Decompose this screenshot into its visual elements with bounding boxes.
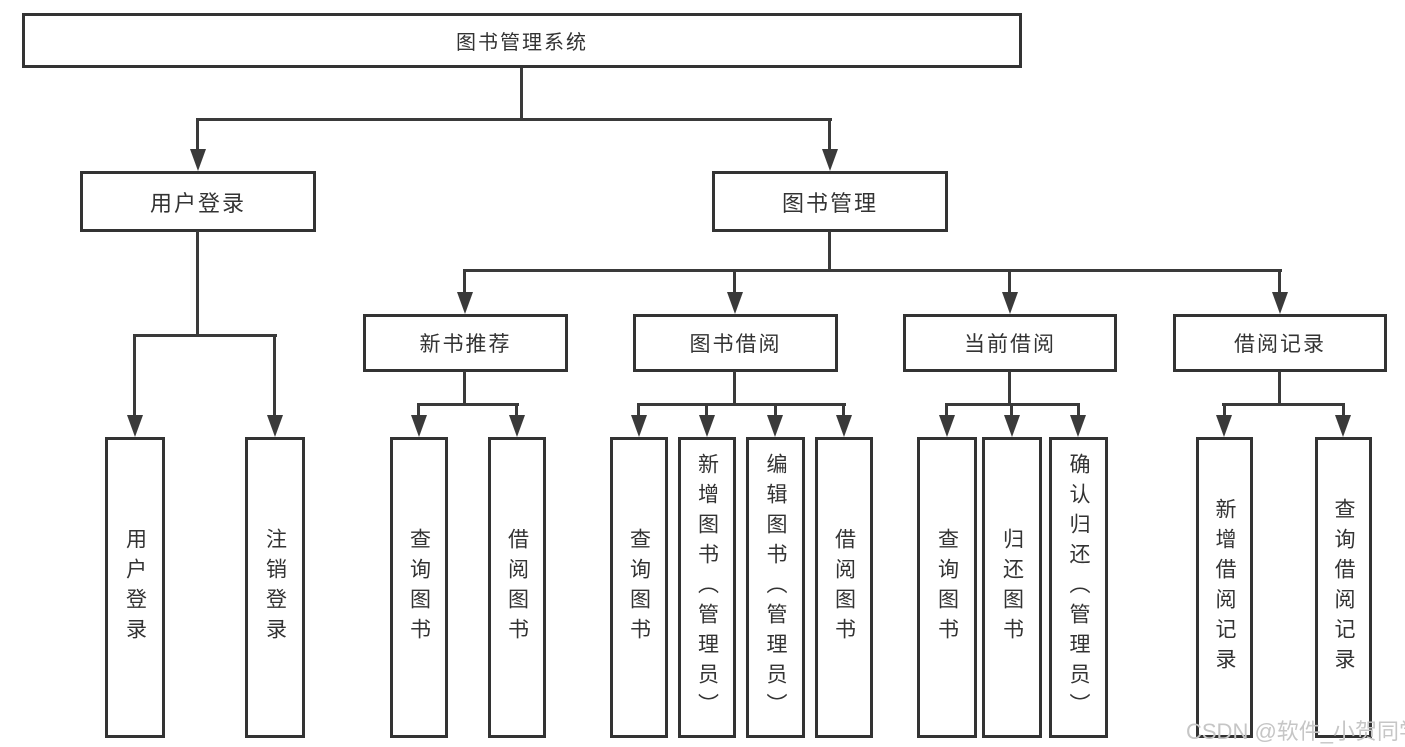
connector-line bbox=[1008, 269, 1011, 297]
node-leaf-user-login: 用户登录 bbox=[105, 437, 165, 738]
connector-line bbox=[945, 403, 948, 419]
connector-line bbox=[133, 334, 277, 337]
connector-line bbox=[196, 118, 199, 156]
node-label: 借阅图书 bbox=[832, 527, 856, 648]
arrow-down-icon bbox=[1070, 415, 1086, 437]
arrow-down-icon bbox=[822, 149, 838, 171]
arrow-down-icon bbox=[1272, 292, 1288, 314]
connector-line bbox=[828, 118, 831, 156]
connector-line bbox=[1278, 269, 1281, 297]
arrow-down-icon bbox=[457, 292, 473, 314]
arrow-down-icon bbox=[699, 415, 715, 437]
node-leaf-br-add-record: 新增借阅记录 bbox=[1196, 437, 1253, 738]
arrow-down-icon bbox=[939, 415, 955, 437]
connector-line bbox=[733, 371, 736, 405]
arrow-down-icon bbox=[127, 415, 143, 437]
node-leaf-bb-edit-books-admin: 编辑图书（管理员） bbox=[746, 437, 805, 738]
connector-line bbox=[637, 403, 846, 406]
connector-line bbox=[733, 269, 736, 297]
node-label: 用户登录 bbox=[149, 190, 246, 216]
node-book-management: 图书管理 bbox=[712, 171, 948, 232]
node-leaf-cb-return-books: 归还图书 bbox=[982, 437, 1042, 738]
node-book-borrow: 图书借阅 bbox=[633, 314, 838, 372]
node-label: 查询图书 bbox=[935, 527, 959, 648]
connector-line bbox=[828, 231, 831, 271]
arrow-down-icon bbox=[1004, 415, 1020, 437]
arrow-down-icon bbox=[1216, 415, 1232, 437]
connector-line bbox=[196, 231, 199, 336]
connector-line bbox=[1223, 403, 1226, 419]
arrow-down-icon bbox=[509, 415, 525, 437]
connector-line bbox=[417, 403, 420, 419]
connector-line bbox=[1008, 371, 1011, 405]
arrow-down-icon bbox=[1335, 415, 1351, 437]
connector-line bbox=[705, 403, 708, 419]
node-leaf-cb-confirm-return-admin: 确认归还（管理员） bbox=[1049, 437, 1108, 738]
node-label: 借阅记录 bbox=[1234, 333, 1326, 356]
arrow-down-icon bbox=[411, 415, 427, 437]
node-label: 新书推荐 bbox=[419, 333, 512, 356]
node-new-book-recommend: 新书推荐 bbox=[363, 314, 568, 372]
arrow-down-icon bbox=[727, 292, 743, 314]
node-label: 图书借阅 bbox=[689, 333, 782, 356]
node-leaf-bb-query-books: 查询图书 bbox=[610, 437, 668, 738]
node-leaf-cb-query-books: 查询图书 bbox=[917, 437, 977, 738]
connector-line bbox=[842, 403, 845, 419]
node-label: 归还图书 bbox=[1000, 527, 1024, 648]
node-leaf-rec-borrow-books: 借阅图书 bbox=[488, 437, 546, 738]
arrow-down-icon bbox=[1002, 292, 1018, 314]
arrow-down-icon bbox=[267, 415, 283, 437]
connector-line bbox=[1010, 403, 1013, 419]
connector-line bbox=[637, 403, 640, 419]
connector-line bbox=[1278, 371, 1281, 405]
connector-line bbox=[1342, 403, 1345, 419]
csdn-watermark: CSDN @软件_小贺同学 bbox=[1186, 719, 1405, 744]
connector-line bbox=[463, 269, 1282, 272]
node-label: 当前借阅 bbox=[964, 333, 1056, 356]
node-leaf-rec-query-books: 查询图书 bbox=[390, 437, 448, 738]
node-borrow-records: 借阅记录 bbox=[1173, 314, 1387, 372]
node-label: 新增图书（管理员） bbox=[695, 452, 719, 723]
connector-line bbox=[273, 334, 276, 418]
arrow-down-icon bbox=[631, 415, 647, 437]
node-current-borrow: 当前借阅 bbox=[903, 314, 1117, 372]
connector-line bbox=[774, 403, 777, 419]
node-label: 图书管理系统 bbox=[456, 32, 588, 54]
arrow-down-icon bbox=[767, 415, 783, 437]
node-leaf-br-query-record: 查询借阅记录 bbox=[1315, 437, 1372, 738]
node-label: 注销登录 bbox=[263, 527, 287, 648]
node-label: 确认归还（管理员） bbox=[1067, 452, 1091, 723]
node-leaf-bb-add-books-admin: 新增图书（管理员） bbox=[678, 437, 736, 738]
connector-line bbox=[133, 334, 136, 418]
node-label: 图书管理 bbox=[781, 190, 878, 216]
connector-line bbox=[520, 68, 523, 120]
connector-line bbox=[1077, 403, 1080, 419]
connector-line bbox=[463, 371, 466, 405]
arrow-down-icon bbox=[836, 415, 852, 437]
node-root-library-system: 图书管理系统 bbox=[22, 13, 1022, 68]
node-label: 编辑图书（管理员） bbox=[764, 452, 788, 723]
node-label: 新增借阅记录 bbox=[1213, 497, 1237, 678]
node-leaf-logout: 注销登录 bbox=[245, 437, 305, 738]
arrow-down-icon bbox=[190, 149, 206, 171]
connector-line bbox=[1222, 403, 1345, 406]
node-label: 查询图书 bbox=[407, 527, 431, 648]
node-label: 借阅图书 bbox=[505, 527, 529, 648]
node-label: 查询借阅记录 bbox=[1332, 497, 1356, 678]
node-user-login: 用户登录 bbox=[80, 171, 316, 232]
connector-line bbox=[515, 403, 518, 419]
node-leaf-bb-borrow-books: 借阅图书 bbox=[815, 437, 873, 738]
node-label: 用户登录 bbox=[123, 527, 147, 648]
connector-line bbox=[196, 118, 832, 121]
connector-line bbox=[463, 269, 466, 297]
connector-line bbox=[417, 403, 519, 406]
node-label: 查询图书 bbox=[627, 527, 651, 648]
